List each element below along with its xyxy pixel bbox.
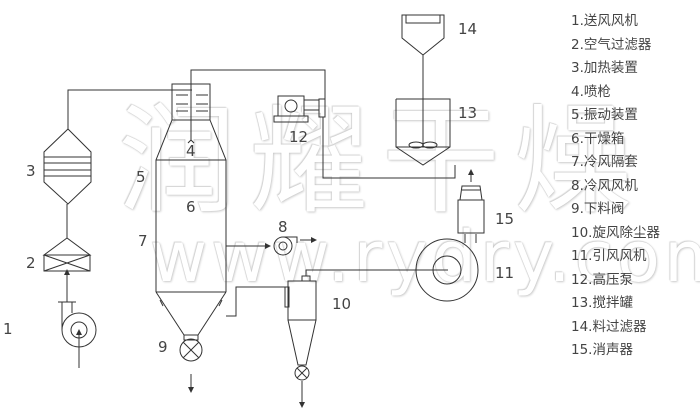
legend-item: 1.送风风机 [571,13,638,29]
induced-draft-fan [415,234,479,302]
nozzle-feed-line [190,69,326,140]
legend-item: 6.干燥箱 [571,130,625,147]
legend-item: 5.振动装置 [571,107,638,123]
legend-item: 8.冷风风机 [571,177,638,194]
legend: 1.送风风机 2.空气过滤器 3.加热装置 4.喷枪 5.振动装置 6.干燥箱 … [571,10,660,363]
cyclone-outlet-duct [305,269,448,276]
label-11: 11 [495,264,515,282]
silencer [457,169,485,234]
legend-item: 13.搅拌罐 [571,295,633,311]
cyclone-separator [284,275,317,408]
discharge-valve [179,334,203,393]
legend-item: 14.料过滤器 [571,318,647,335]
label-13: 13 [458,104,478,122]
legend-item: 15.消声器 [571,342,633,358]
label-14: 14 [458,20,478,38]
label-3: 3 [26,162,36,180]
legend-item: 10.旋风除尘器 [571,224,660,241]
label-2: 2 [26,254,36,272]
legend-item: 4.喷枪 [571,83,611,100]
mixing-tank [395,55,451,166]
label-9: 9 [158,338,168,356]
label-12: 12 [289,128,309,146]
label-5: 5 [136,168,146,186]
label-8: 8 [278,218,288,236]
label-1: 1 [3,320,13,338]
cooling-fan [226,236,317,256]
material-filter [401,14,445,56]
legend-item: 7.冷风隔套 [571,154,638,170]
exhaust-duct [226,286,285,317]
label-4: 4 [186,142,196,160]
label-15: 15 [495,210,515,228]
feed-pipe [322,117,456,179]
heater [43,128,92,205]
label-6: 6 [186,198,196,216]
high-pressure-pump [273,95,326,123]
legend-item: 2.空气过滤器 [571,36,652,53]
legend-item: 12.高压泵 [571,271,633,288]
legend-item: 3.加热装置 [571,60,638,76]
legend-item: 9.下料阀 [571,201,625,217]
label-7: 7 [138,232,148,250]
supply-fan [58,301,97,368]
label-10: 10 [332,295,352,313]
air-filter [42,237,92,272]
legend-item: 11.引风风机 [571,248,647,264]
